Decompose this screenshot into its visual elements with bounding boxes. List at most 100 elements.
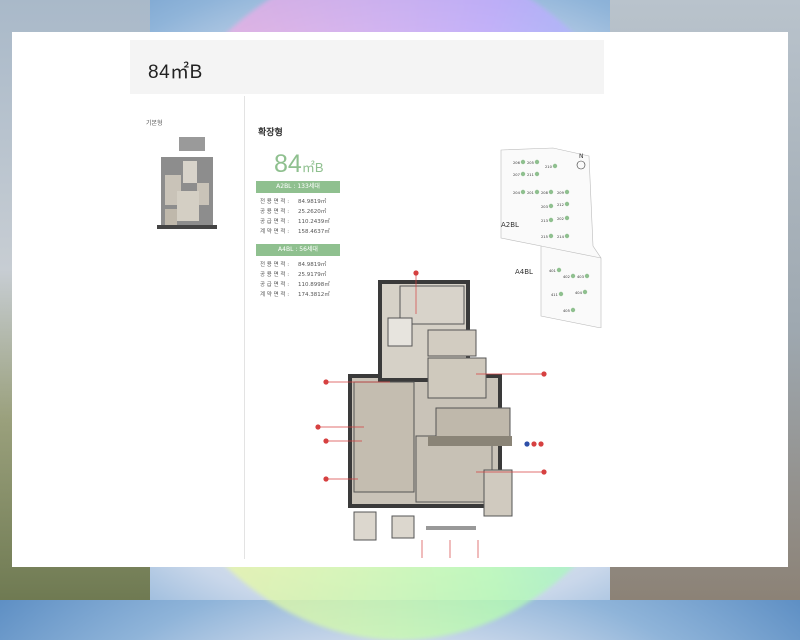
unit-marker	[570, 307, 576, 313]
room-storage	[391, 515, 415, 539]
unit-label: 403	[577, 275, 584, 279]
unit-type-suffix: ㎡B	[301, 160, 324, 175]
area-row-value: 25.2620㎡	[298, 209, 327, 215]
unit-marker	[520, 189, 526, 195]
unit-marker	[584, 273, 590, 279]
area-row-key: 공 급 면 적 :	[260, 219, 290, 225]
unit-label: 209	[557, 191, 565, 195]
callout-marker[interactable]	[315, 424, 321, 430]
unit-label: 205	[527, 161, 534, 165]
unit-marker	[548, 189, 554, 195]
area-row: 공 용 면 적 : 25.9179㎡	[260, 270, 340, 280]
unit-marker	[534, 159, 540, 165]
callout-marker[interactable]	[323, 379, 329, 385]
area-row: 공 급 면 적 : 110.2439㎡	[260, 217, 340, 227]
area-row-key: 계 약 면 적 :	[260, 292, 290, 298]
area-info-header: A2BL : 133세대	[256, 181, 340, 193]
window-sash	[426, 526, 476, 530]
unit-marker	[548, 217, 554, 223]
area-row-value: 158.4637㎡	[298, 229, 330, 235]
unit-label: 210	[545, 165, 553, 169]
area-row: 공 급 면 적 : 110.8998㎡	[260, 280, 340, 290]
north-arrow-icon	[576, 160, 586, 170]
area-row: 공 용 면 적 : 25.2620㎡	[260, 207, 340, 217]
a2bl-label: A2BL	[501, 221, 519, 229]
unit-label: 215	[541, 235, 548, 239]
floorplan-panel: 84㎡B 기본형 확장형 84㎡B A2BL : 133세대 전 용 면 적 :…	[12, 32, 788, 567]
unit-label: 208	[541, 191, 549, 195]
area-row: 계 약 면 적 :174.3812㎡	[260, 290, 340, 300]
area-row-value: 84.9819㎡	[298, 199, 327, 205]
room-dressing	[427, 329, 477, 357]
title-bar: 84㎡B	[130, 40, 604, 94]
unit-type-number: 84	[274, 150, 302, 178]
area-row: 계 약 면 적 :158.4637㎡	[260, 227, 340, 237]
callout-markers	[315, 270, 547, 482]
area-info-header: A4BL : 56세대	[256, 244, 340, 256]
unit-marker	[534, 171, 540, 177]
area-row: 전 용 면 적 :84.9819㎡	[260, 260, 340, 270]
unit-markers: 206 205 210 207 211 204 201 208 209 212 203 202 213 2…	[513, 159, 590, 313]
unit-type-label: 84㎡B	[274, 150, 323, 179]
unit-marker	[520, 159, 526, 165]
unit-marker	[582, 289, 588, 295]
area-info-a2bl: A2BL : 133세대 전 용 면 적 : 84.9819㎡ 공 용 면 적 :…	[256, 181, 340, 237]
unit-marker	[564, 215, 570, 221]
room-bedroom-master	[399, 285, 465, 325]
area-row-value: 110.2439㎡	[298, 219, 330, 225]
unit-label: 213	[541, 219, 548, 223]
unit-marker	[570, 273, 576, 279]
room-bedroom-3	[353, 381, 415, 493]
basic-type-thumbnail[interactable]	[157, 135, 217, 231]
callout-marker[interactable]	[413, 270, 419, 276]
unit-marker	[520, 171, 526, 177]
callout-marker-blue[interactable]	[524, 441, 530, 447]
area-row-key: 전 용 면 적 :	[260, 262, 290, 268]
area-row-key: 공 용 면 적 :	[260, 272, 290, 278]
area-row-key: 공 용 면 적 :	[260, 209, 290, 215]
area-row-key: 전 용 면 적 :	[260, 199, 290, 205]
unit-label: 201	[527, 191, 534, 195]
north-label: N	[579, 153, 584, 160]
unit-label: 204	[513, 191, 521, 195]
callout-marker[interactable]	[541, 469, 547, 475]
column-divider	[244, 96, 245, 559]
page-title: 84㎡B	[148, 62, 203, 83]
callout-marker[interactable]	[323, 476, 329, 482]
area-row-key: 공 급 면 적 :	[260, 282, 290, 288]
unit-label: 404	[575, 291, 583, 295]
room-bedroom-2	[427, 357, 487, 399]
callout-marker[interactable]	[541, 371, 547, 377]
floor-plan[interactable]	[308, 238, 548, 558]
kitchen-counter	[428, 436, 512, 446]
unit-marker	[564, 233, 570, 239]
unit-label: 206	[513, 161, 521, 165]
unit-marker	[552, 163, 558, 169]
room-utility	[483, 469, 513, 517]
area-row-value: 25.9179㎡	[298, 272, 327, 278]
unit-marker	[534, 189, 540, 195]
unit-label: 207	[513, 173, 520, 177]
callout-marker[interactable]	[531, 441, 537, 447]
unit-marker	[558, 291, 564, 297]
block-divider	[540, 245, 602, 259]
basic-type-label: 기본형	[146, 120, 163, 127]
unit-label: 405	[563, 309, 570, 313]
expanded-type-title: 확장형	[258, 128, 283, 138]
unit-label: 211	[527, 173, 534, 177]
unit-label: 212	[557, 203, 564, 207]
unit-marker	[548, 233, 554, 239]
unit-label: 401	[549, 269, 556, 273]
area-row-value: 110.8998㎡	[298, 282, 330, 288]
unit-label: 214	[557, 235, 565, 239]
callout-marker[interactable]	[323, 438, 329, 444]
unit-label: 203	[541, 205, 548, 209]
callout-marker[interactable]	[538, 441, 544, 447]
area-row: 전 용 면 적 : 84.9819㎡	[260, 197, 340, 207]
a4bl-label: A4BL	[515, 268, 533, 276]
area-info-a4bl: A4BL : 56세대 전 용 면 적 :84.9819㎡ 공 용 면 적 : 2…	[256, 244, 340, 300]
unit-marker	[564, 189, 570, 195]
room-balcony	[353, 511, 377, 541]
unit-label: 202	[557, 217, 564, 221]
